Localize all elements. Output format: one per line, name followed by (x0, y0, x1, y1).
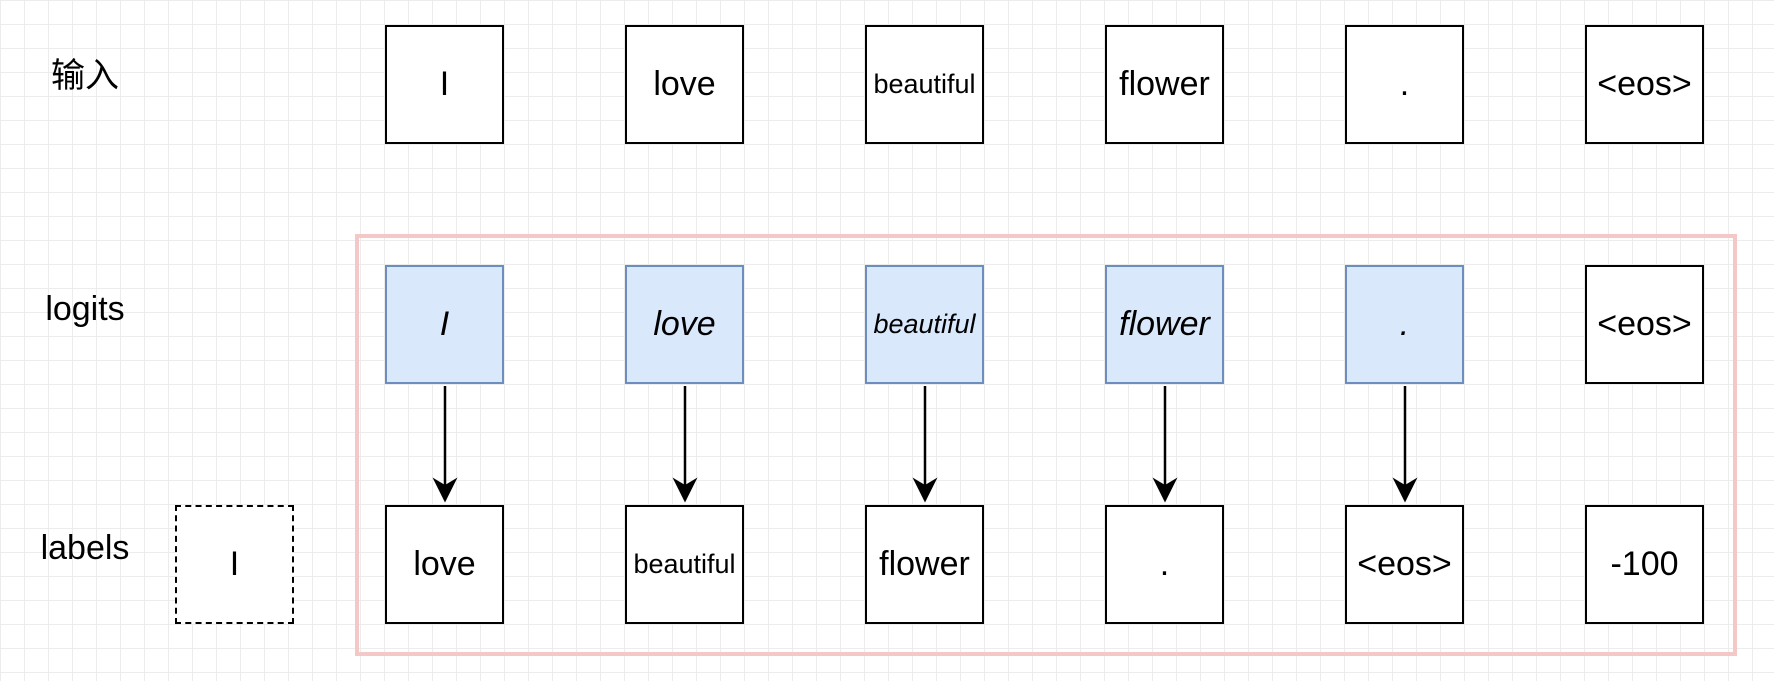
logit-eos-box: <eos> (1585, 265, 1704, 384)
label-token-box: . (1105, 505, 1224, 624)
input-token-box: beautiful (865, 25, 984, 144)
logit-token-box: love (625, 265, 744, 384)
loss-region-highlight (355, 234, 1737, 656)
shifted-out-label-box: I (175, 505, 294, 624)
label-token-box: beautiful (625, 505, 744, 624)
logit-token-box: I (385, 265, 504, 384)
label-token-box: love (385, 505, 504, 624)
row-label-input: 输入 (51, 57, 119, 95)
label-token-box: <eos> (1345, 505, 1464, 624)
input-token-box: <eos> (1585, 25, 1704, 144)
input-token-box: . (1345, 25, 1464, 144)
row-label-logits: logits (45, 290, 125, 328)
input-token-box: I (385, 25, 504, 144)
row-label-labels: labels (40, 529, 130, 567)
input-token-box: love (625, 25, 744, 144)
label-token-box: flower (865, 505, 984, 624)
logit-token-box: beautiful (865, 265, 984, 384)
logit-token-box: flower (1105, 265, 1224, 384)
label-ignore-box: -100 (1585, 505, 1704, 624)
logit-token-box: . (1345, 265, 1464, 384)
input-token-box: flower (1105, 25, 1224, 144)
